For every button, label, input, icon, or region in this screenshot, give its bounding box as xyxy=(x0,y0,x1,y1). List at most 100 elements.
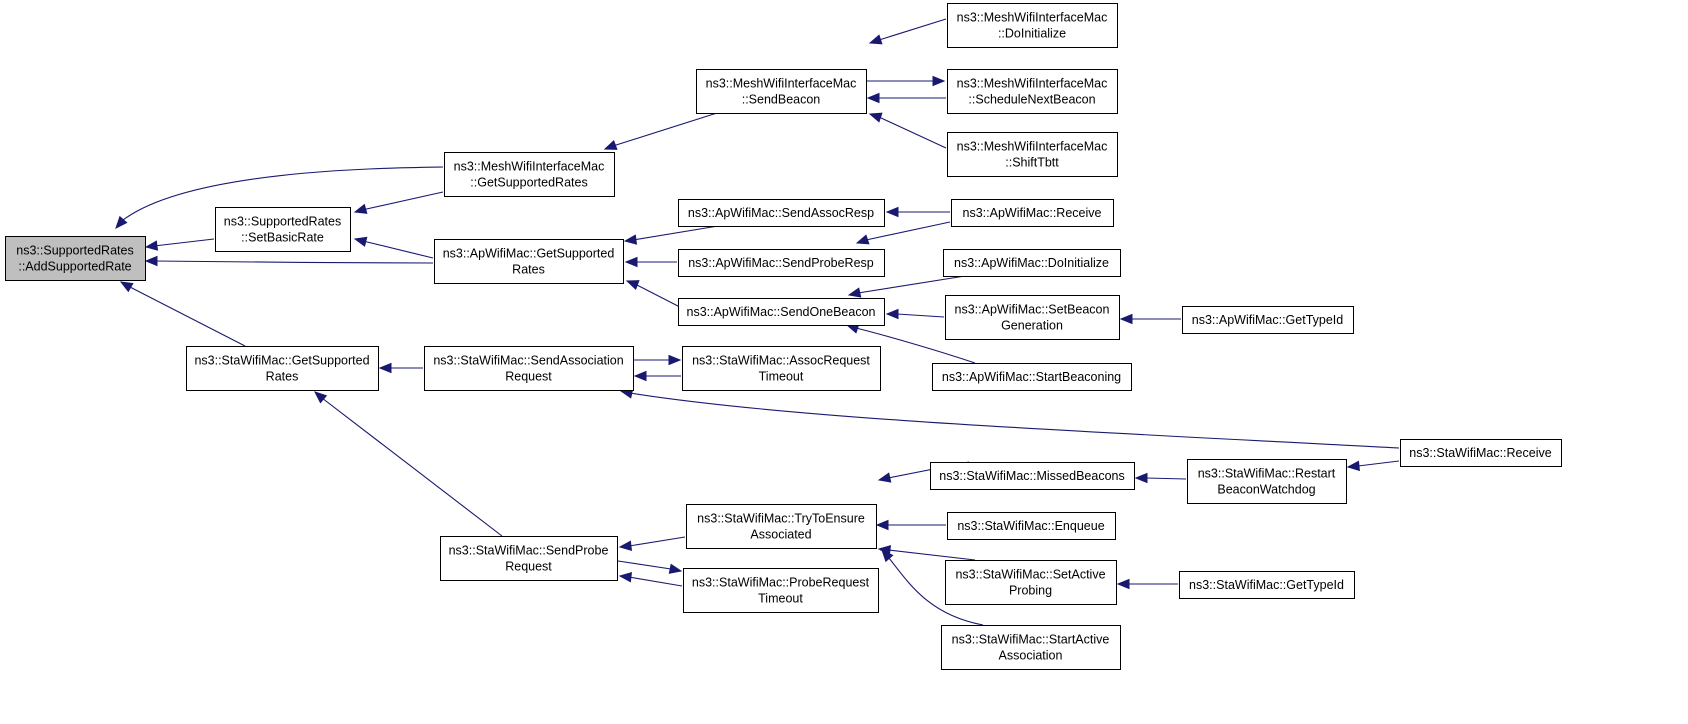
node-box xyxy=(678,199,885,227)
node-box xyxy=(947,69,1118,114)
node-apwifimac-doinitialize[interactable]: ns3::ApWifiMac::DoInitialize xyxy=(943,249,1121,277)
node-stawifimac-enqueue[interactable]: ns3::StaWifiMac::Enqueue xyxy=(947,512,1116,540)
node-meshwifiinterfacemac-sendbeacon[interactable]: ns3::MeshWifiInterfaceMac::SendBeacon xyxy=(696,69,867,114)
node-label-line: ns3::SupportedRates xyxy=(224,215,341,229)
arrowhead-icon xyxy=(625,280,640,290)
node-label-line: Timeout xyxy=(758,592,803,606)
node-stawifimac-missedbeacons[interactable]: ns3::StaWifiMac::MissedBeacons xyxy=(930,462,1135,490)
arrowhead-icon xyxy=(1134,472,1148,484)
node-label-line: ns3::MeshWifiInterfaceMac xyxy=(957,140,1108,154)
edge-line xyxy=(1357,460,1400,467)
node-label-line: ns3::StaWifiMac::GetSupported xyxy=(194,354,369,368)
node-apwifimac-sendassocresp[interactable]: ns3::ApWifiMac::SendAssocResp xyxy=(678,199,885,227)
arrowhead-icon xyxy=(144,240,159,251)
node-label-line: Rates xyxy=(512,263,545,277)
node-label-line: ns3::ApWifiMac::GetTypeId xyxy=(1192,313,1343,327)
node-box xyxy=(1182,306,1354,334)
node-stawifimac-receive[interactable]: ns3::StaWifiMac::Receive xyxy=(1400,439,1562,467)
node-supportedrates-setbasicrate[interactable]: ns3::SupportedRates::SetBasicRate xyxy=(215,207,351,252)
node-meshwifiinterfacemac-schedulenextbeacon[interactable]: ns3::MeshWifiInterfaceMac::ScheduleNextB… xyxy=(947,69,1118,114)
edge-n21-to-n20 xyxy=(618,536,686,551)
node-supportedrates-addsupportedrate[interactable]: ns3::SupportedRates::AddSupportedRate xyxy=(5,236,146,281)
node-box xyxy=(434,239,624,284)
node-box xyxy=(215,207,351,252)
edge-line xyxy=(857,275,966,294)
edge-line xyxy=(865,221,951,241)
edge-line xyxy=(617,560,672,570)
arrowhead-icon xyxy=(1346,460,1360,472)
edge-n20-to-n22 xyxy=(617,560,683,574)
arrowhead-icon xyxy=(855,234,870,245)
edge-line xyxy=(888,557,984,626)
edge-line xyxy=(629,392,1400,449)
node-label-line: ns3::StaWifiMac::Enqueue xyxy=(957,519,1104,533)
arrowhead-icon xyxy=(885,206,899,218)
edge-line xyxy=(878,18,947,41)
arrowhead-icon xyxy=(881,549,894,563)
node-box xyxy=(678,298,885,326)
arrowhead-icon xyxy=(875,519,889,531)
node-label-line: Request xyxy=(505,560,552,574)
node-meshwifiinterfacemac-getsupportedrates[interactable]: ns3::MeshWifiInterfaceMac::GetSupportedR… xyxy=(444,152,615,197)
edge-n3-to-n0 xyxy=(144,255,434,267)
arrowhead-icon xyxy=(353,236,368,247)
node-meshwifiinterfacemac-doinitialize[interactable]: ns3::MeshWifiInterfaceMac::DoInitialize xyxy=(947,3,1118,48)
edge-n17-to-n4 xyxy=(378,362,423,374)
node-label-line: ns3::ApWifiMac::SendProbeResp xyxy=(688,256,874,270)
arrowhead-icon xyxy=(618,540,633,551)
node-apwifimac-receive[interactable]: ns3::ApWifiMac::Receive xyxy=(951,199,1114,227)
node-box xyxy=(932,363,1132,391)
node-label-line: ns3::SupportedRates xyxy=(16,244,133,258)
node-label-line: ns3::ApWifiMac::StartBeaconing xyxy=(942,370,1121,384)
node-label-line: Probing xyxy=(1009,584,1052,598)
node-label-line: BeaconWatchdog xyxy=(1217,483,1315,497)
node-apwifimac-getsupportedrates[interactable]: ns3::ApWifiMac::GetSupportedRates xyxy=(434,239,624,284)
edge-line xyxy=(153,238,215,247)
node-box xyxy=(945,560,1117,605)
node-label-line: ns3::StaWifiMac::Receive xyxy=(1409,446,1551,460)
node-apwifimac-sendonebeacon[interactable]: ns3::ApWifiMac::SendOneBeacon xyxy=(678,298,885,326)
arrowhead-icon xyxy=(144,255,158,267)
edge-line xyxy=(153,260,434,264)
node-stawifimac-gettypeid[interactable]: ns3::StaWifiMac::GetTypeId xyxy=(1179,571,1355,599)
arrowhead-icon xyxy=(119,281,134,293)
node-label-line: ::AddSupportedRate xyxy=(18,260,131,274)
arrowhead-icon xyxy=(618,572,633,583)
node-apwifimac-gettypeid[interactable]: ns3::ApWifiMac::GetTypeId xyxy=(1182,306,1354,334)
node-box xyxy=(1179,571,1355,599)
edge-line xyxy=(878,116,947,149)
node-apwifimac-startbeaconing[interactable]: ns3::ApWifiMac::StartBeaconing xyxy=(932,363,1132,391)
node-label-line: ::SendBeacon xyxy=(742,93,821,107)
node-label-line: Generation xyxy=(1001,319,1063,333)
node-label-line: ns3::ApWifiMac::GetSupported xyxy=(443,247,615,261)
arrowhead-icon xyxy=(633,370,647,382)
node-label-line: ns3::StaWifiMac::AssocRequest xyxy=(692,354,870,368)
node-label-line: ::ScheduleNextBeacon xyxy=(968,93,1095,107)
node-meshwifiinterfacemac-shifttbtt[interactable]: ns3::MeshWifiInterfaceMac::ShiftTbtt xyxy=(947,132,1118,177)
node-stawifimac-getsupportedrates[interactable]: ns3::StaWifiMac::GetSupportedRates xyxy=(186,346,379,391)
edge-n20-to-n4 xyxy=(313,391,503,537)
arrowhead-icon xyxy=(932,75,946,87)
node-apwifimac-sendproberesp[interactable]: ns3::ApWifiMac::SendProbeResp xyxy=(678,249,885,277)
edge-n5-to-n7 xyxy=(867,75,946,87)
edge-n7-to-n5 xyxy=(866,92,946,104)
node-label-line: ::SetBasicRate xyxy=(241,231,324,245)
arrowhead-icon xyxy=(353,203,368,214)
node-label-line: ns3::MeshWifiInterfaceMac xyxy=(706,77,857,91)
edge-n15-to-n11 xyxy=(845,323,976,364)
node-label-line: ns3::ApWifiMac::SendAssocResp xyxy=(688,206,874,220)
node-box xyxy=(945,295,1120,340)
edge-line xyxy=(887,549,976,561)
node-label-line: ns3::StaWifiMac::SendAssociation xyxy=(433,354,623,368)
edge-line xyxy=(1145,477,1187,480)
